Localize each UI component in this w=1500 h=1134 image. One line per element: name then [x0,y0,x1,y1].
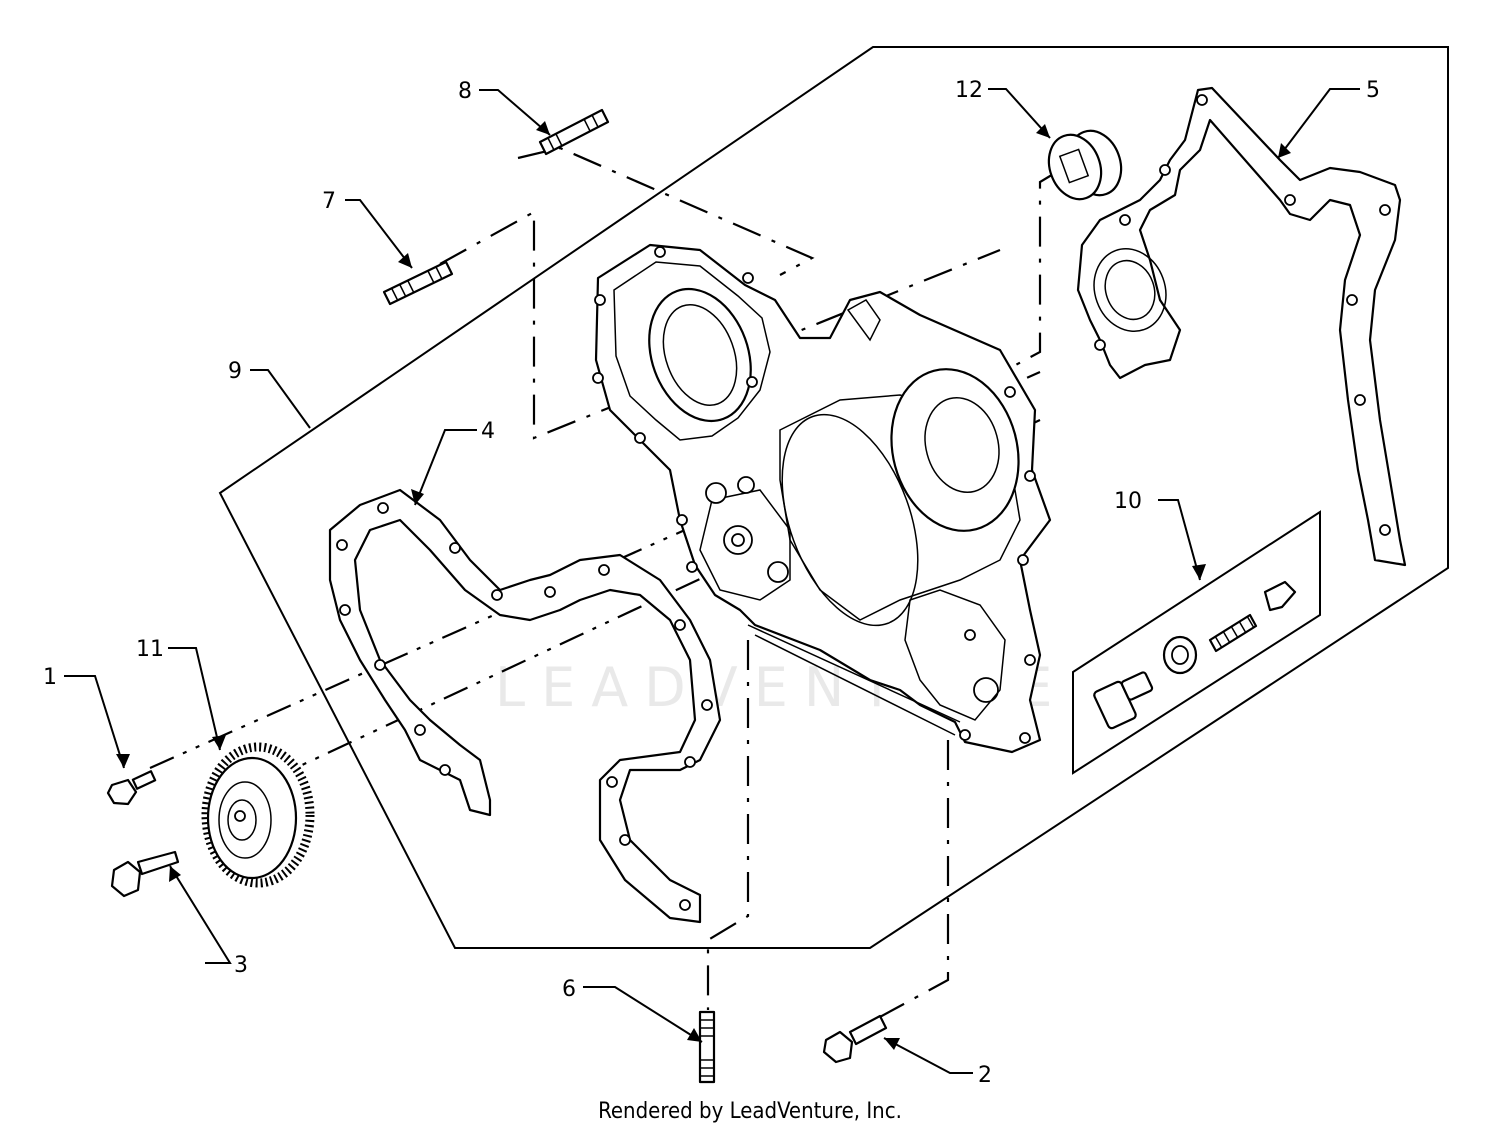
callout-5: 5 [1366,78,1380,103]
callout-12: 12 [955,78,983,103]
bolt-3 [110,850,180,898]
bolt-1 [106,770,157,806]
valve-kit-box [1072,510,1321,775]
bolt-2 [822,1014,888,1064]
stud-8 [538,108,610,156]
callout-4: 4 [481,419,495,444]
front-cover-housing [592,243,1052,754]
gasket-rear [1076,86,1407,567]
stud-6 [698,1010,716,1084]
valve-piston [1263,580,1297,612]
callout-11: 11 [136,637,164,662]
gasket-front [328,488,722,924]
stud-7 [382,260,454,306]
arrowheads [116,121,1291,1050]
callout-6: 6 [562,977,576,1002]
alignment-line-stud8 [517,146,815,276]
callout-1: 1 [43,665,57,690]
relief-valve-plug [1093,671,1154,730]
callout-7: 7 [322,189,336,214]
assembly-boundary [218,46,1449,949]
alignment-line-seal12 [1009,169,1061,369]
washer [1162,635,1198,675]
callout-2: 2 [978,1063,992,1088]
footer-credit: Rendered by LeadVenture, Inc. [598,1099,902,1124]
callout-8: 8 [458,79,472,104]
idler-gear [201,742,315,888]
alignment-line-stud6 [706,640,750,1010]
callout-9: 9 [228,359,242,384]
callout-10: 10 [1114,489,1142,514]
leader-lines [64,88,1360,1074]
spring [1208,613,1258,653]
callout-3: 3 [234,953,248,978]
oil-seal [1047,129,1123,201]
alignment-line-bolt2 [877,740,950,1019]
